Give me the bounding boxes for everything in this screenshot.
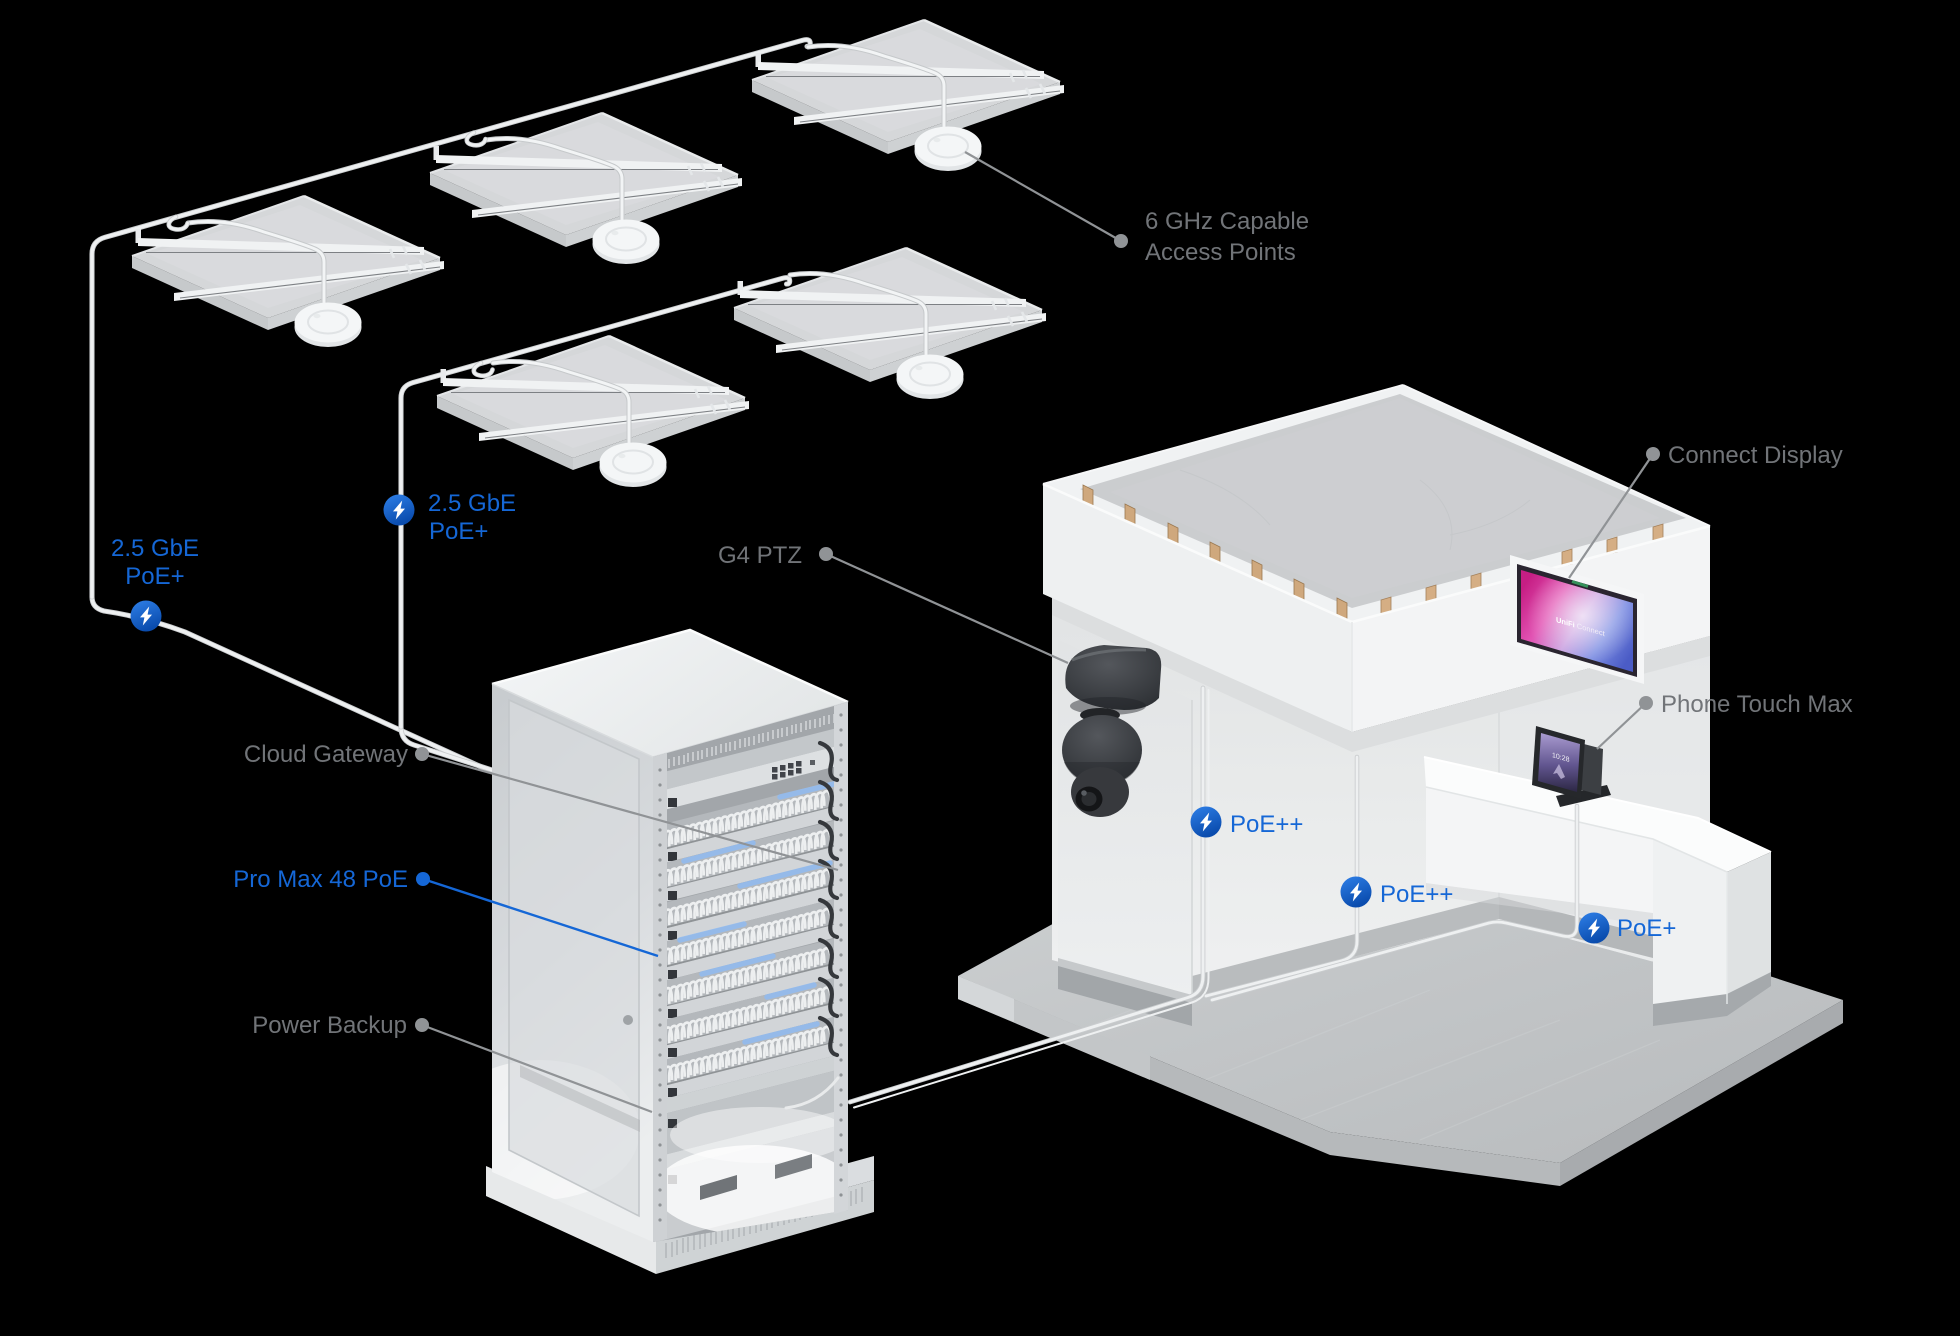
svg-text:Phone Touch Max: Phone Touch Max — [1661, 691, 1853, 718]
svg-text:PoE++: PoE++ — [1380, 881, 1453, 908]
svg-text:PoE+: PoE+ — [125, 563, 184, 590]
svg-text:Pro Max 48 PoE: Pro Max 48 PoE — [233, 866, 408, 893]
svg-text:Cloud Gateway: Cloud Gateway — [244, 741, 408, 768]
svg-text:PoE+: PoE+ — [429, 518, 488, 545]
svg-text:PoE++: PoE++ — [1230, 811, 1303, 838]
svg-text:Power Backup: Power Backup — [252, 1012, 407, 1039]
svg-text:Connect Display: Connect Display — [1668, 442, 1843, 469]
svg-text:2.5 GbE: 2.5 GbE — [428, 490, 516, 517]
svg-text:G4 PTZ: G4 PTZ — [718, 542, 802, 569]
svg-text:2.5 GbE: 2.5 GbE — [111, 535, 199, 562]
svg-text:6 GHz Capable: 6 GHz Capable — [1145, 208, 1309, 235]
svg-text:Access Points: Access Points — [1145, 239, 1296, 266]
svg-text:PoE+: PoE+ — [1617, 915, 1676, 942]
